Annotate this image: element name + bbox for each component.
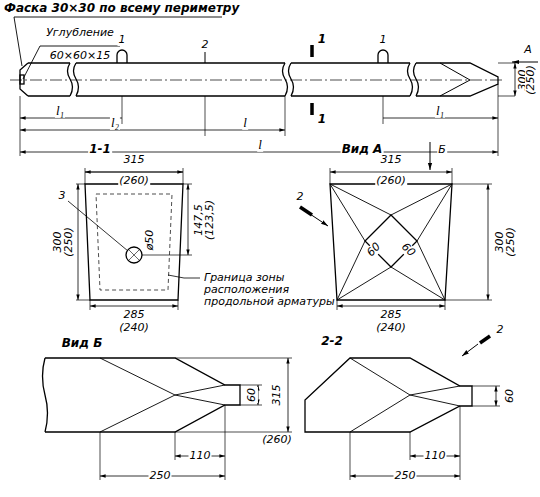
dimension: (260) (118, 175, 150, 187)
dimension: 285 (123, 309, 146, 321)
dimension: l (257, 138, 263, 152)
view-title: Вид Б (61, 337, 104, 350)
dimension: (260) (375, 175, 407, 187)
dimension: 110 (424, 450, 447, 462)
callout-number: 2 (201, 39, 210, 51)
dimension: 110 (189, 450, 212, 462)
dimension: (250) (505, 226, 517, 258)
section-mark: 2 (296, 191, 305, 203)
view-title: 1-1 (88, 143, 112, 156)
dimension: (240) (375, 322, 407, 334)
dimension: 315 (123, 154, 146, 166)
section-mark: 2 (496, 324, 505, 336)
view-mark: A (523, 44, 533, 56)
view-title: Вид А (341, 143, 384, 156)
dimension: 250 (394, 470, 417, 482)
section-mark: 1 (317, 33, 327, 46)
view-mark: Б (437, 144, 447, 156)
view-title: 2-2 (320, 335, 344, 348)
dimension: 250 (149, 470, 172, 482)
callout-number: 1 (379, 34, 388, 46)
dimension: (260) (261, 434, 293, 446)
dimension: (250) (63, 226, 75, 258)
note-text: Фаска 30×30 по всему периметру (3, 2, 240, 15)
note-text: 60×60×15 (49, 50, 111, 62)
dimension: (250) (525, 64, 537, 96)
dimension: 285 (380, 309, 403, 321)
dimension: 60 (246, 387, 258, 403)
dimension: l (242, 116, 248, 130)
callout-number: 3 (58, 190, 67, 202)
dimension: 315 (271, 384, 283, 407)
dimension: 60 (504, 388, 516, 404)
dimension: (240) (118, 322, 150, 334)
dimension: 315 (380, 154, 403, 166)
note-text: Углубление (45, 27, 115, 39)
dimension: ø50 (144, 229, 156, 252)
dimension: l₁ (435, 104, 445, 118)
dimension: l₂ (110, 116, 120, 130)
dimension: l₁ (55, 104, 65, 118)
note-text: Граница зоны расположения продольной арм… (203, 272, 337, 308)
dimension: (123,5) (204, 199, 216, 241)
callout-number: 1 (118, 34, 127, 46)
section-mark: 1 (317, 113, 327, 126)
